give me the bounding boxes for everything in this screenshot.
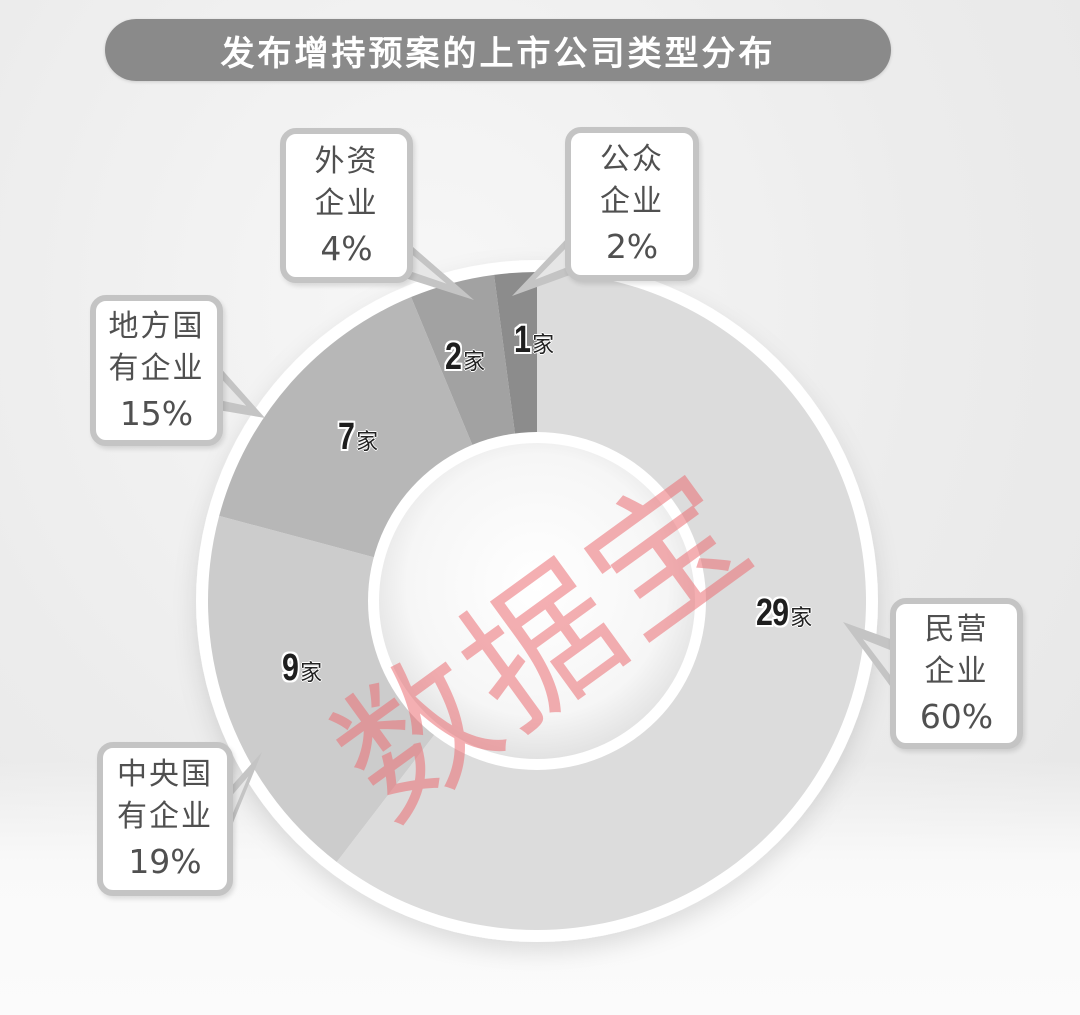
callout-pointer-inner — [405, 248, 447, 284]
callout-label-line1: 中央国 — [117, 757, 213, 792]
callout-percentage: 2% — [605, 227, 659, 266]
callout-percentage: 19% — [128, 842, 202, 881]
callout-pointer — [843, 622, 893, 690]
count-unit: 家 — [790, 606, 813, 631]
callout-label-line1: 外资 — [314, 143, 379, 179]
callout-pointer-inner — [218, 375, 247, 406]
callout-pointer — [228, 752, 262, 835]
callout-label-line2: 企业 — [924, 653, 989, 689]
donut-segment — [494, 272, 537, 438]
callout-pointer — [512, 235, 570, 296]
donut-hole — [379, 443, 695, 759]
count-value: 9 — [282, 647, 299, 689]
callout-label-line2: 企业 — [600, 184, 664, 219]
callout-label-line1: 公众 — [600, 142, 664, 177]
callout-percentage: 4% — [320, 228, 373, 268]
title-bar: 发布增持预案的上市公司类型分布 — [105, 19, 891, 81]
callout-foreign: 外资 企业 4% — [280, 128, 413, 283]
callout-central-soe: 中央国 有企业 19% — [97, 742, 233, 896]
callout-pointer-inner — [863, 639, 893, 679]
count-label-foreign: 2 家 — [441, 336, 485, 379]
count-unit: 家 — [463, 350, 486, 375]
donut-segment — [411, 274, 516, 449]
donut-segments — [207, 272, 866, 930]
callout-private: 民营 企业 60% — [890, 598, 1023, 749]
callout-local-soe: 地方国 有企业 15% — [90, 295, 223, 446]
callout-label-line2: 有企业 — [108, 350, 205, 386]
count-value: 1 — [514, 319, 531, 361]
count-label-public: 1 家 — [510, 319, 554, 362]
callout-public: 公众 企业 2% — [565, 127, 699, 281]
count-label-local-soe: 7 家 — [334, 416, 378, 459]
chart-title: 发布增持预案的上市公司类型分布 — [220, 33, 776, 74]
count-value: 29 — [756, 592, 789, 634]
callout-percentage: 60% — [919, 696, 994, 736]
count-unit: 家 — [356, 430, 379, 455]
count-unit: 家 — [532, 333, 555, 358]
callout-pointer-inner — [535, 244, 570, 280]
donut-segment — [207, 515, 437, 863]
callout-percentage: 15% — [119, 393, 194, 433]
count-label-private: 29 家 — [748, 592, 812, 635]
callout-label-line1: 民营 — [924, 611, 989, 647]
donut-segment — [336, 272, 866, 930]
callout-pointer — [218, 365, 265, 418]
callout-pointers — [218, 235, 893, 835]
callout-label-line2: 企业 — [314, 185, 379, 221]
callout-pointer-inner — [228, 776, 249, 825]
count-label-central-soe: 9 家 — [278, 647, 322, 690]
callout-label-line1: 地方国 — [108, 308, 205, 344]
callout-pointer — [405, 240, 474, 300]
callout-label-line2: 有企业 — [117, 799, 213, 834]
count-value: 7 — [338, 416, 355, 458]
count-value: 2 — [445, 336, 462, 378]
count-unit: 家 — [300, 661, 323, 686]
